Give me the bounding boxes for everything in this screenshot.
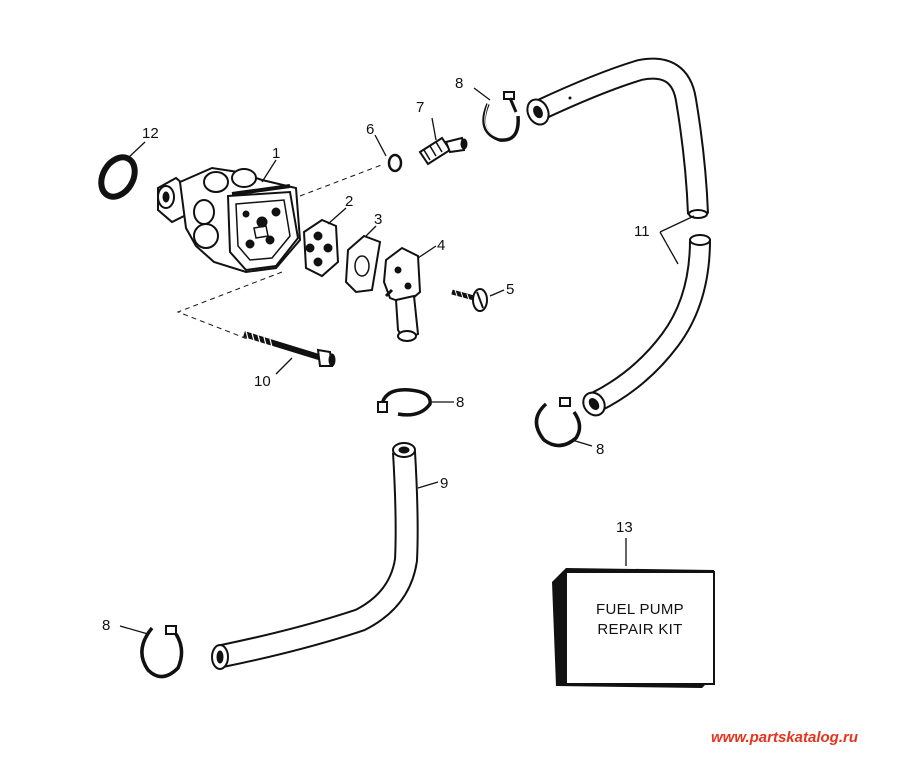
leader-3 bbox=[365, 225, 377, 237]
alignment-line-lower bbox=[176, 271, 283, 341]
callout-6: 6 bbox=[366, 121, 374, 138]
callout-8-upper: 8 bbox=[455, 75, 463, 92]
callout-11: 11 bbox=[634, 223, 650, 240]
part-13-repair-kit-box: FUEL PUMP REPAIR KIT bbox=[552, 568, 715, 688]
callout-13: 13 bbox=[616, 519, 633, 536]
part-1-fuel-pump-body bbox=[157, 166, 302, 274]
alignment-line-upper bbox=[299, 163, 385, 197]
callout-8-lower: 8 bbox=[102, 617, 110, 634]
part-12-o-ring bbox=[98, 154, 138, 200]
callout-9: 9 bbox=[440, 475, 448, 492]
part-4-cover-fitting bbox=[382, 246, 422, 342]
leader-6 bbox=[374, 134, 387, 157]
leader-12 bbox=[127, 141, 146, 159]
part-8-clamp-right bbox=[534, 397, 582, 448]
callout-3: 3 bbox=[374, 211, 382, 228]
leader-9 bbox=[417, 481, 439, 489]
leader-10 bbox=[275, 357, 293, 375]
leader-2 bbox=[327, 207, 347, 225]
part-10-bolt bbox=[243, 330, 336, 367]
part-8-clamp-middle bbox=[377, 388, 432, 417]
kit-label-line2: REPAIR KIT bbox=[597, 621, 682, 638]
leader-4 bbox=[417, 245, 437, 259]
part-6-small-o-ring bbox=[387, 153, 403, 173]
leader-8-right bbox=[571, 439, 593, 447]
callout-7: 7 bbox=[416, 99, 424, 116]
part-7-fitting bbox=[418, 136, 468, 166]
callout-12: 12 bbox=[142, 125, 159, 142]
kit-label-line1: FUEL PUMP bbox=[596, 601, 684, 618]
leader-5 bbox=[489, 289, 505, 297]
callout-10: 10 bbox=[254, 373, 271, 390]
leader-8-lower bbox=[119, 625, 149, 635]
part-9-hose bbox=[211, 442, 419, 670]
leader-1 bbox=[261, 159, 277, 183]
callout-8-middle: 8 bbox=[456, 394, 464, 411]
part-11-hose-upper bbox=[526, 57, 709, 219]
leader-11-a bbox=[659, 215, 695, 233]
part-11-hose-lower bbox=[582, 234, 711, 417]
leader-7 bbox=[431, 117, 437, 141]
callout-8-right: 8 bbox=[596, 441, 604, 458]
watermark-link[interactable]: www.partskatalog.ru bbox=[711, 729, 858, 746]
part-8-clamp-lower bbox=[140, 625, 184, 679]
leader-8-upper bbox=[473, 87, 491, 101]
part-3-gasket bbox=[344, 234, 382, 294]
callout-2: 2 bbox=[345, 193, 353, 210]
callout-4: 4 bbox=[437, 237, 445, 254]
leader-11-b bbox=[659, 231, 679, 265]
part-5-screw bbox=[451, 288, 488, 312]
part-2-diaphragm bbox=[302, 218, 340, 278]
callout-1: 1 bbox=[272, 145, 280, 162]
callout-5: 5 bbox=[506, 281, 514, 298]
part-8-clamp-upper bbox=[482, 91, 520, 142]
